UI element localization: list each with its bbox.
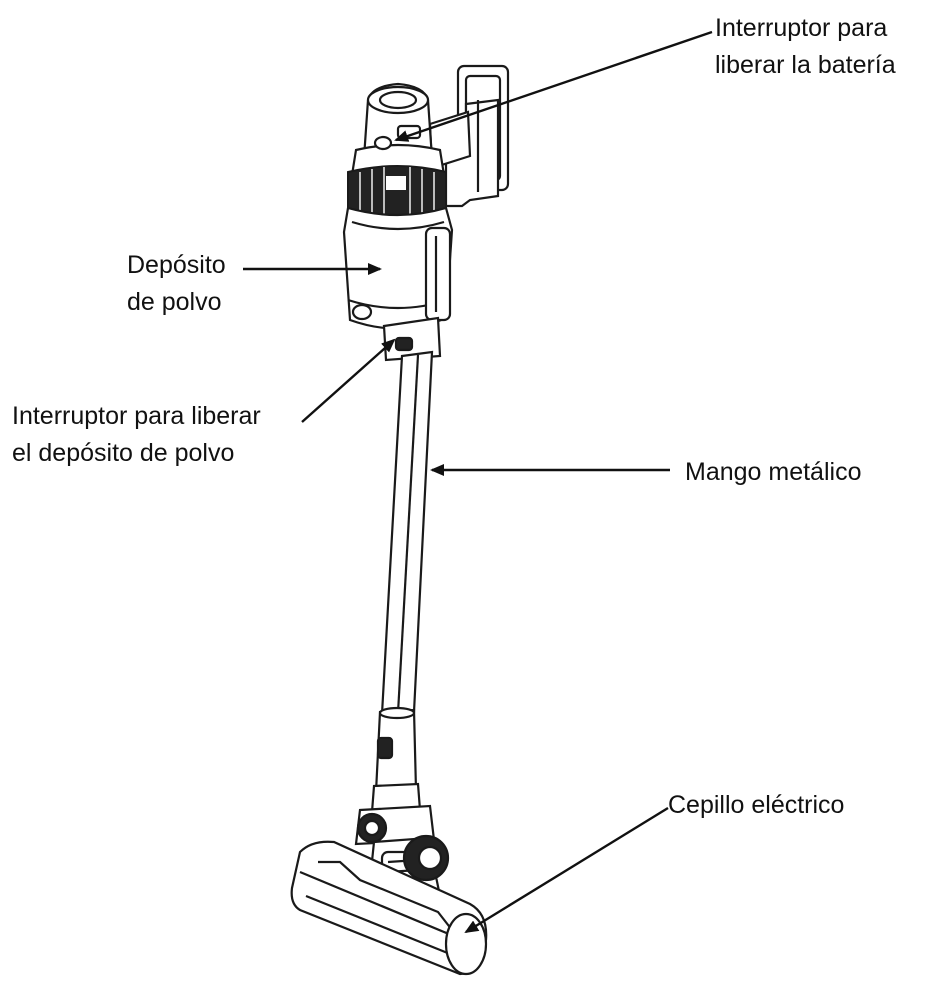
leader-lines	[243, 30, 713, 934]
tube-joint	[370, 706, 422, 814]
label-metal-handle: Mango metálico	[685, 454, 861, 491]
label-dust-container-line2: de polvo	[127, 288, 222, 316]
brush-wheel	[402, 834, 450, 882]
metal-tube	[380, 350, 434, 716]
label-container-release: Interruptor para liberar el depósito de …	[12, 398, 261, 472]
label-battery-release: Interruptor para liberar la batería	[715, 10, 896, 84]
label-electric-brush-line1: Cepillo eléctrico	[668, 791, 845, 819]
label-electric-brush: Cepillo eléctrico	[668, 787, 844, 824]
wall-mount-bracket	[428, 64, 510, 208]
label-container-release-line2: el depósito de polvo	[12, 439, 235, 467]
dust-container-body	[342, 206, 454, 330]
label-battery-release-line2: liberar la batería	[715, 51, 896, 79]
label-dust-container: Depósito de polvo	[127, 247, 226, 321]
arrow-electric-brush	[464, 806, 669, 934]
label-container-release-line1: Interruptor para liberar	[12, 402, 261, 430]
label-metal-handle-line1: Mango metálico	[685, 458, 862, 486]
label-battery-release-line1: Interruptor para	[715, 14, 888, 42]
ribbed-ring	[347, 165, 447, 216]
arrow-container-release	[301, 338, 396, 423]
label-dust-container-line1: Depósito	[127, 251, 226, 279]
arrow-battery-release	[394, 30, 713, 142]
container-release-switch	[382, 316, 442, 362]
